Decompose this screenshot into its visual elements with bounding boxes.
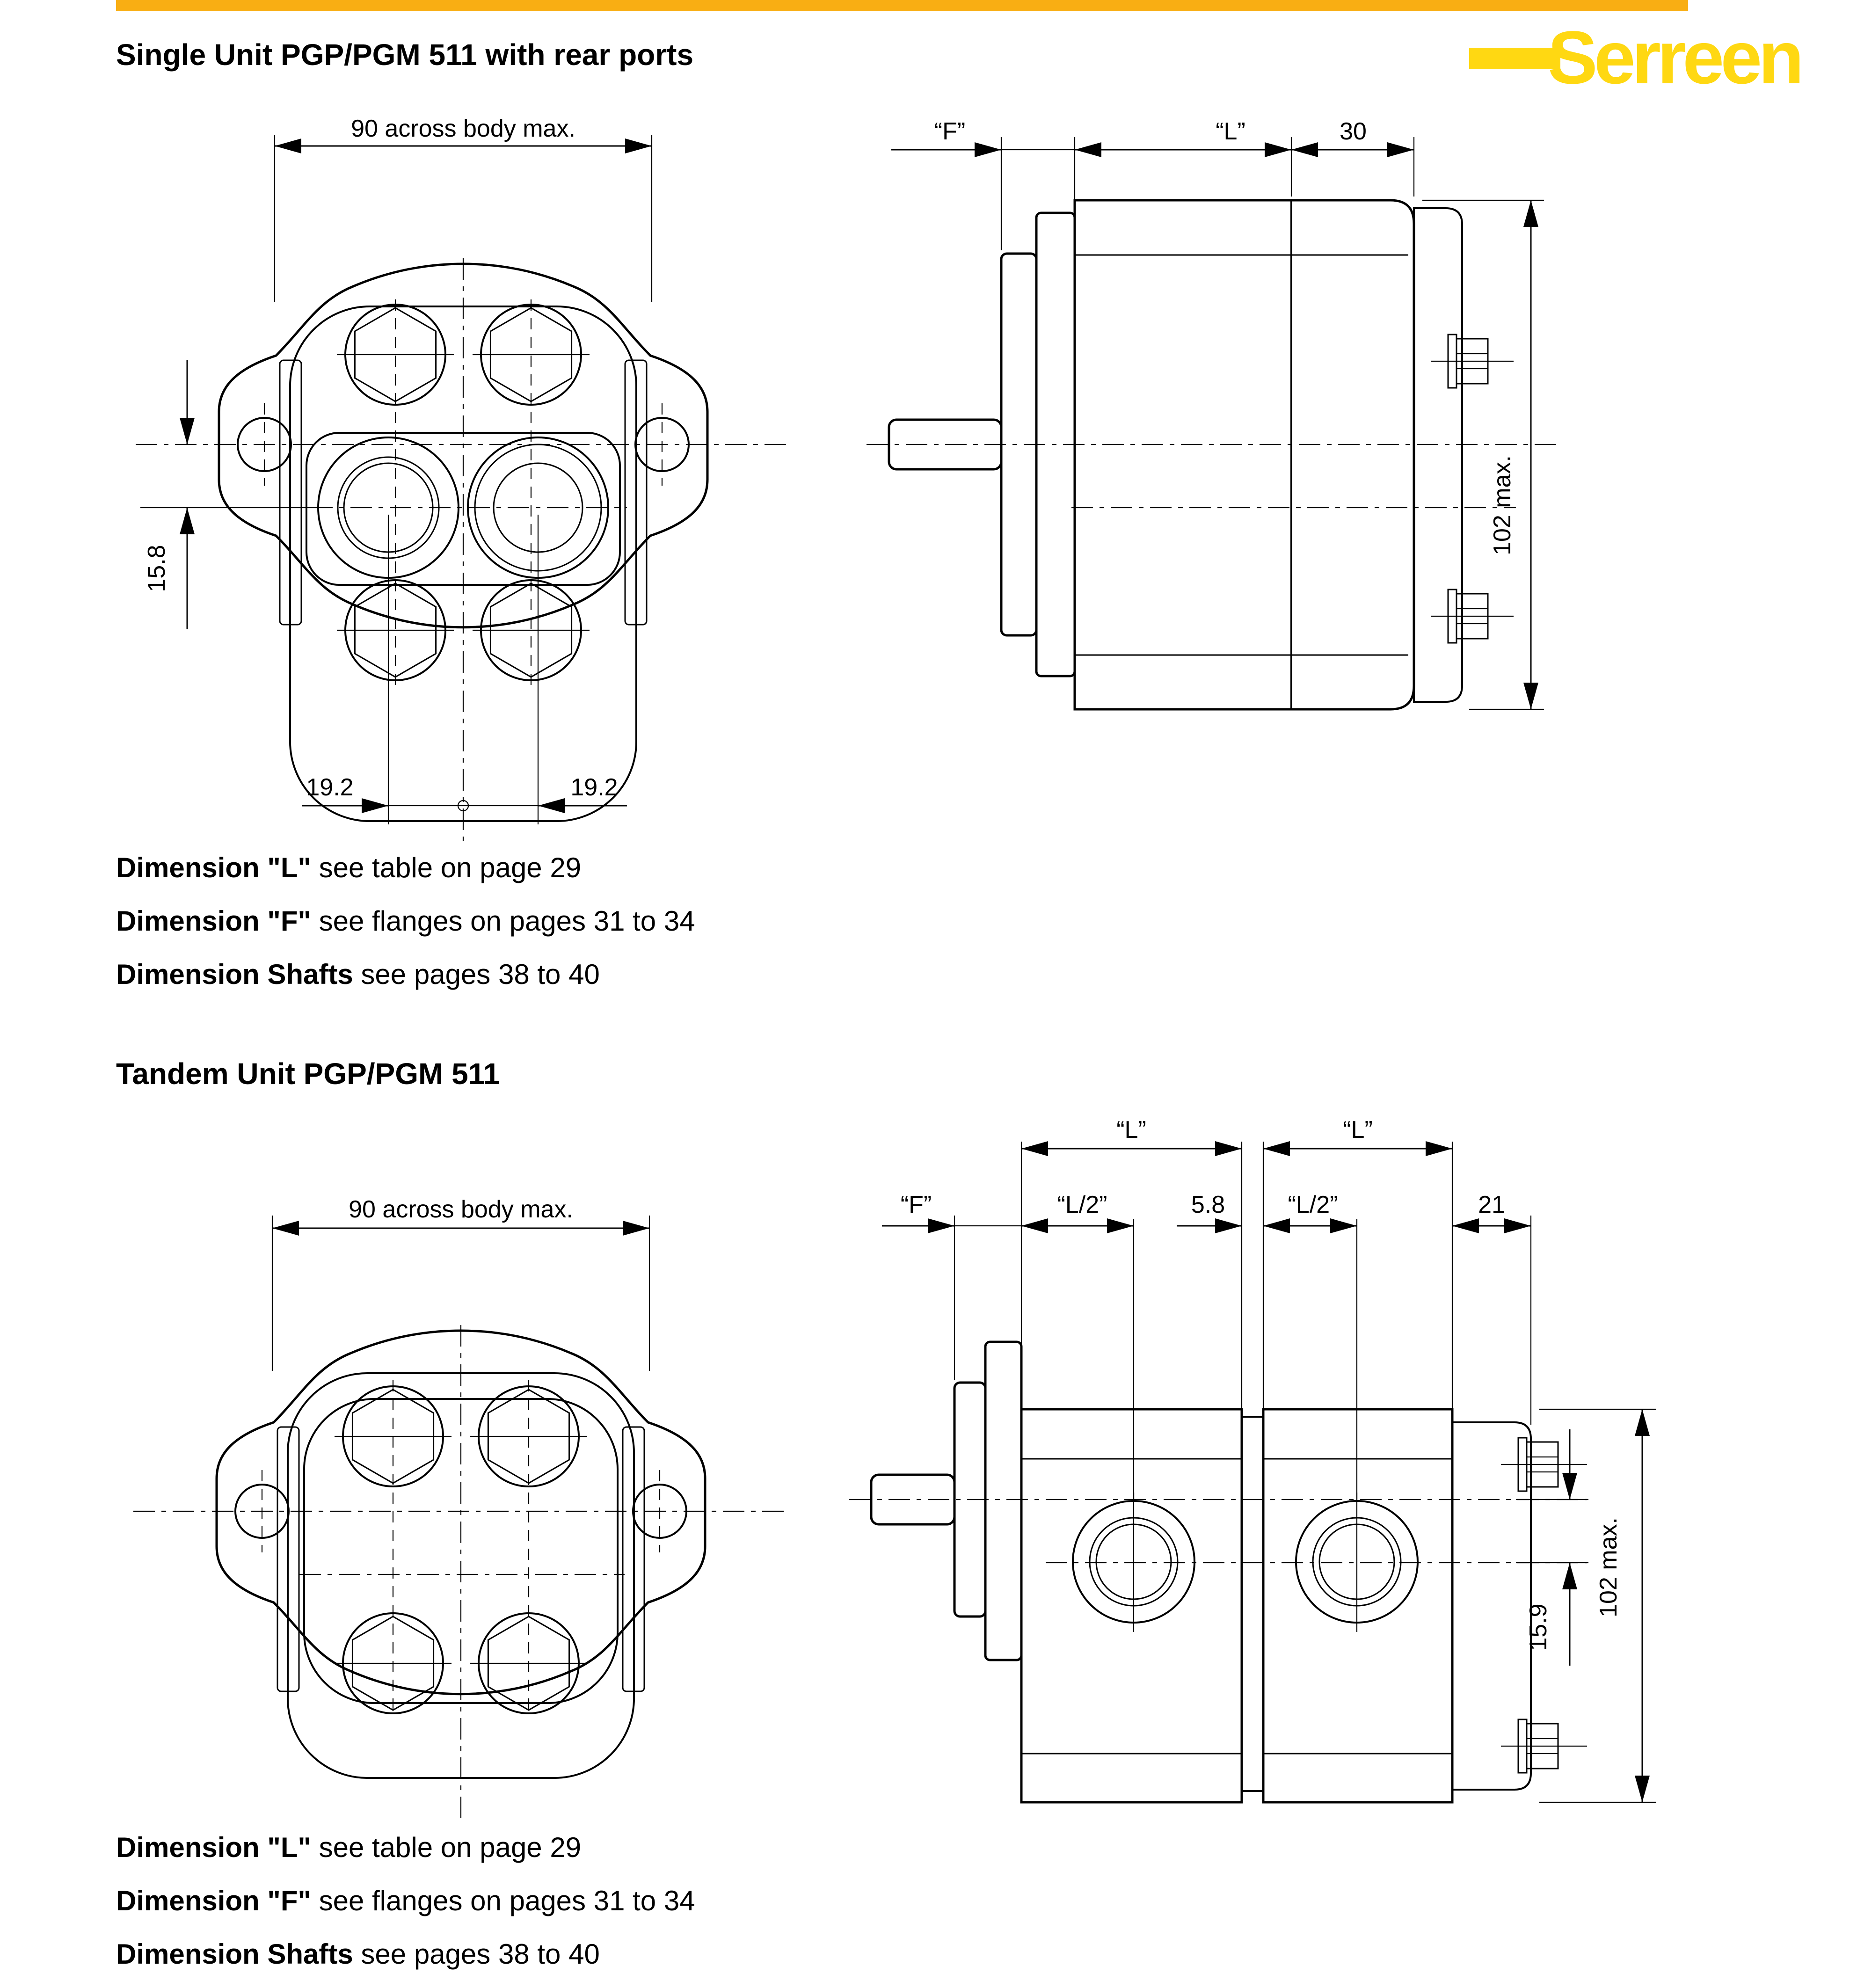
dim-body-width: 90 across body max. xyxy=(349,1196,573,1223)
single-side-view: “F” “L” 30 102 max. xyxy=(867,118,1558,711)
hex-plug xyxy=(1501,1719,1587,1774)
note-line: Dimension "F" see flanges on pages 31 to… xyxy=(116,905,695,937)
section-title-tandem: Tandem Unit PGP/PGM 511 xyxy=(116,1057,500,1091)
notes-single: Dimension "L" see table on page 29 Dimen… xyxy=(116,841,695,1001)
dim-gap: 5.8 xyxy=(1191,1191,1225,1218)
dim-port-offset: 15.8 xyxy=(143,545,170,592)
dim-half-length-2: “L/2” xyxy=(1288,1191,1338,1218)
dim-rear-section: 21 xyxy=(1478,1191,1505,1218)
logo-dash xyxy=(1469,48,1560,69)
single-front-view: 90 across body max. 15.8 19.2 19.2 xyxy=(136,115,791,842)
note-line: Dimension Shafts see pages 38 to 40 xyxy=(116,959,600,990)
tandem-front-view: 90 across body max. xyxy=(133,1196,788,1820)
section-title-single: Single Unit PGP/PGM 511 with rear ports xyxy=(116,38,694,72)
hex-plug xyxy=(1431,334,1514,389)
dim-length: “L” xyxy=(1216,118,1245,145)
dim-body-width: 90 across body max. xyxy=(351,115,575,142)
notes-tandem: Dimension "L" see table on page 29 Dimen… xyxy=(116,1821,695,1981)
note-line: Dimension Shafts see pages 38 to 40 xyxy=(116,1938,600,1970)
dim-flange: “F” xyxy=(934,118,965,145)
dim-half-length-1: “L/2” xyxy=(1057,1191,1107,1218)
dim-height: 102 max. xyxy=(1595,1517,1622,1617)
hex-plug xyxy=(1501,1437,1587,1492)
note-line: Dimension "L" see table on page 29 xyxy=(116,852,582,883)
top-accent-bar xyxy=(116,0,1688,11)
logo-wordmark: Serreen xyxy=(1548,15,1800,94)
note-line: Dimension "F" see flanges on pages 31 to… xyxy=(116,1885,695,1916)
dim-port-right: 19.2 xyxy=(570,774,618,801)
note-line: Dimension "L" see table on page 29 xyxy=(116,1832,582,1863)
dim-height: 102 max. xyxy=(1489,455,1516,555)
brand-logo: Serreen xyxy=(1469,15,1804,94)
dim-port-offset: 15.9 xyxy=(1525,1603,1552,1651)
dim-length-2: “L” xyxy=(1343,1116,1373,1143)
dim-flange: “F” xyxy=(901,1191,932,1218)
dim-port-left: 19.2 xyxy=(306,774,353,801)
tandem-side-view: “L” “L” “F” “L/2” 5.8 “L/2” 21 15.9 xyxy=(849,1116,1656,1804)
dim-length-1: “L” xyxy=(1116,1116,1146,1143)
hex-plug xyxy=(1431,589,1514,644)
dim-rear-section: 30 xyxy=(1340,118,1367,145)
